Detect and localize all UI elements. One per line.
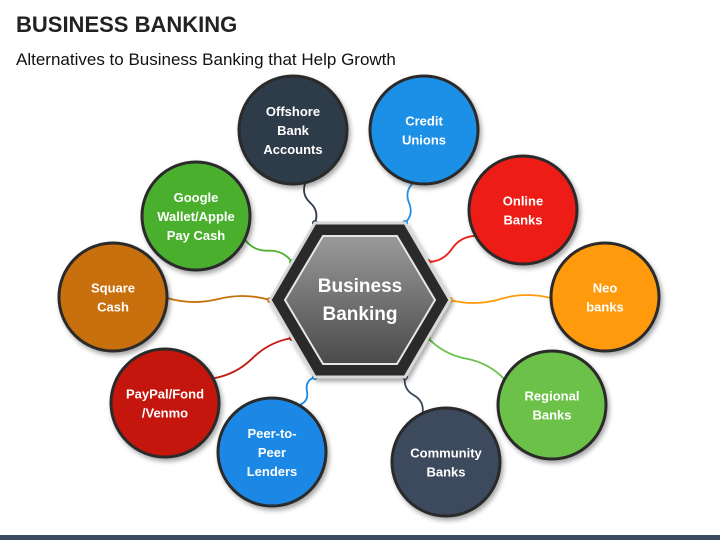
connector-2 — [404, 182, 414, 224]
hub: Business Banking — [268, 221, 452, 379]
node-label-1-line-3: Accounts — [263, 142, 322, 157]
page-title: BUSINESS BANKING — [16, 12, 238, 37]
node-label-7-line-1: Peer-to- — [247, 426, 296, 441]
node-circle-4 — [549, 241, 661, 353]
node-label-8-line-1: PayPal/Fond — [126, 387, 204, 402]
node-circle-9 — [57, 241, 169, 353]
node-label-1-line-1: Offshore — [266, 104, 320, 119]
node-circle-7 — [216, 396, 328, 508]
node-label-2-line-2: Unions — [402, 133, 446, 148]
node-label-7-line-2: Peer — [258, 445, 286, 460]
connector-4 — [449, 294, 552, 304]
connector-10 — [243, 238, 293, 263]
node-label-5-line-2: Banks — [532, 408, 571, 423]
connector-5 — [427, 337, 506, 380]
node-label-4-line-2: banks — [586, 300, 624, 315]
node-label-2-line-1: Credit — [405, 114, 443, 129]
connector-1 — [303, 182, 318, 224]
node-4: Neo banks — [549, 241, 661, 353]
hub-label-line-2: Banking — [323, 304, 398, 325]
hub-label-line-1: Business — [318, 276, 402, 297]
connector-6 — [403, 376, 424, 414]
hub-inner-hexagon — [283, 235, 437, 365]
node-circle-8 — [109, 347, 221, 459]
connector-7 — [298, 376, 316, 407]
node-label-4-line-1: Neo — [593, 281, 618, 296]
node-label-9-line-2: Cash — [97, 300, 129, 315]
node-label-3-line-2: Banks — [503, 213, 542, 228]
node-circle-3 — [467, 154, 579, 266]
node-circle-6 — [390, 406, 502, 518]
node-label-1-line-2: Bank — [277, 123, 310, 138]
node-group: OffshoreBankAccountsCreditUnionsOnlineBa… — [57, 74, 661, 518]
node-circle-10 — [140, 160, 252, 272]
node-label-5-line-1: Regional — [525, 389, 580, 404]
node-label-8-line-2: /Venmo — [142, 406, 188, 421]
node-label-10-line-3: Pay Cash — [167, 228, 226, 243]
node-label-3-line-1: Online — [503, 194, 543, 209]
connector-8 — [212, 337, 293, 380]
node-label-10-line-2: Wallet/Apple — [157, 209, 235, 224]
node-label-10-line-1: Google — [174, 190, 219, 205]
node-circle-2 — [368, 74, 480, 186]
node-circle-1 — [237, 74, 349, 186]
connector-3 — [427, 235, 476, 263]
node-8: PayPal/Fond/Venmo — [109, 347, 221, 459]
node-label-7-line-3: Lenders — [247, 464, 298, 479]
bottom-accent-bar — [0, 535, 720, 540]
node-label-6-line-1: Community — [410, 446, 482, 461]
page-subtitle: Alternatives to Business Banking that He… — [16, 50, 396, 69]
node-label-6-line-2: Banks — [426, 465, 465, 480]
node-circle-5 — [496, 349, 608, 461]
connector-9 — [166, 295, 271, 303]
node-label-9-line-1: Square — [91, 281, 135, 296]
